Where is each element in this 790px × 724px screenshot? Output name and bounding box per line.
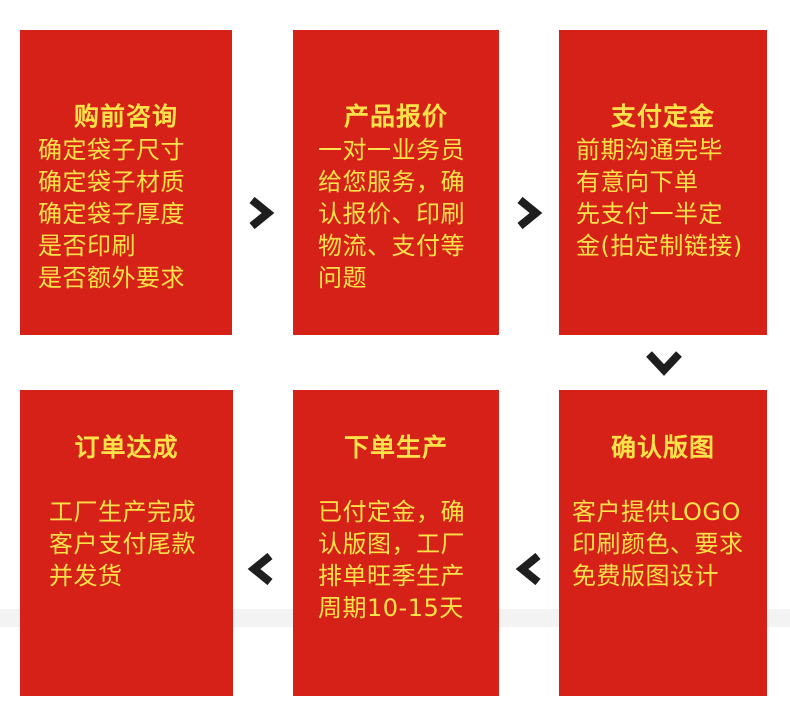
step-card-deposit: 支付定金 前期沟通完毕 有意向下单 先支付一半定 金(拍定制链接) bbox=[559, 30, 767, 335]
step-card-quotation: 产品报价 一对一业务员 给您服务，确 认报价、印刷 物流、支付等 问题 bbox=[293, 30, 499, 335]
step-title: 确认版图 bbox=[610, 433, 715, 462]
step-title: 下单生产 bbox=[343, 433, 448, 462]
chevron-right-icon bbox=[249, 196, 275, 230]
step-card-proof-confirm: 确认版图 客户提供LOGO 印刷颜色、要求 免费版图设计 bbox=[559, 390, 767, 696]
step-card-order-complete: 订单达成 工厂生产完成 客户支付尾款 并发货 bbox=[20, 390, 233, 696]
step-title: 购前咨询 bbox=[73, 102, 178, 131]
step-title: 产品报价 bbox=[343, 102, 448, 131]
step-title: 支付定金 bbox=[610, 102, 715, 131]
step-body: 确定袋子尺寸 确定袋子材质 确定袋子厚度 是否印刷 是否额外要求 bbox=[38, 136, 185, 292]
chevron-right-icon bbox=[517, 196, 543, 230]
step-card-production: 下单生产 已付定金，确 认版图，工厂 排单旺季生产 周期10-15天 bbox=[293, 390, 499, 696]
step-title: 订单达成 bbox=[74, 433, 179, 462]
chevron-left-icon bbox=[247, 552, 273, 586]
step-body: 一对一业务员 给您服务，确 认报价、印刷 物流、支付等 问题 bbox=[318, 136, 465, 292]
step-body: 前期沟通完毕 有意向下单 先支付一半定 金(拍定制链接) bbox=[576, 136, 743, 260]
chevron-down-icon bbox=[646, 351, 682, 376]
chevron-left-icon bbox=[515, 552, 541, 586]
step-body: 已付定金，确 认版图，工厂 排单旺季生产 周期10-15天 bbox=[318, 498, 465, 622]
step-body: 工厂生产完成 客户支付尾款 并发货 bbox=[49, 498, 196, 590]
step-body: 客户提供LOGO 印刷颜色、要求 免费版图设计 bbox=[572, 498, 744, 590]
step-card-consultation: 购前咨询 确定袋子尺寸 确定袋子材质 确定袋子厚度 是否印刷 是否额外要求 bbox=[20, 30, 232, 335]
